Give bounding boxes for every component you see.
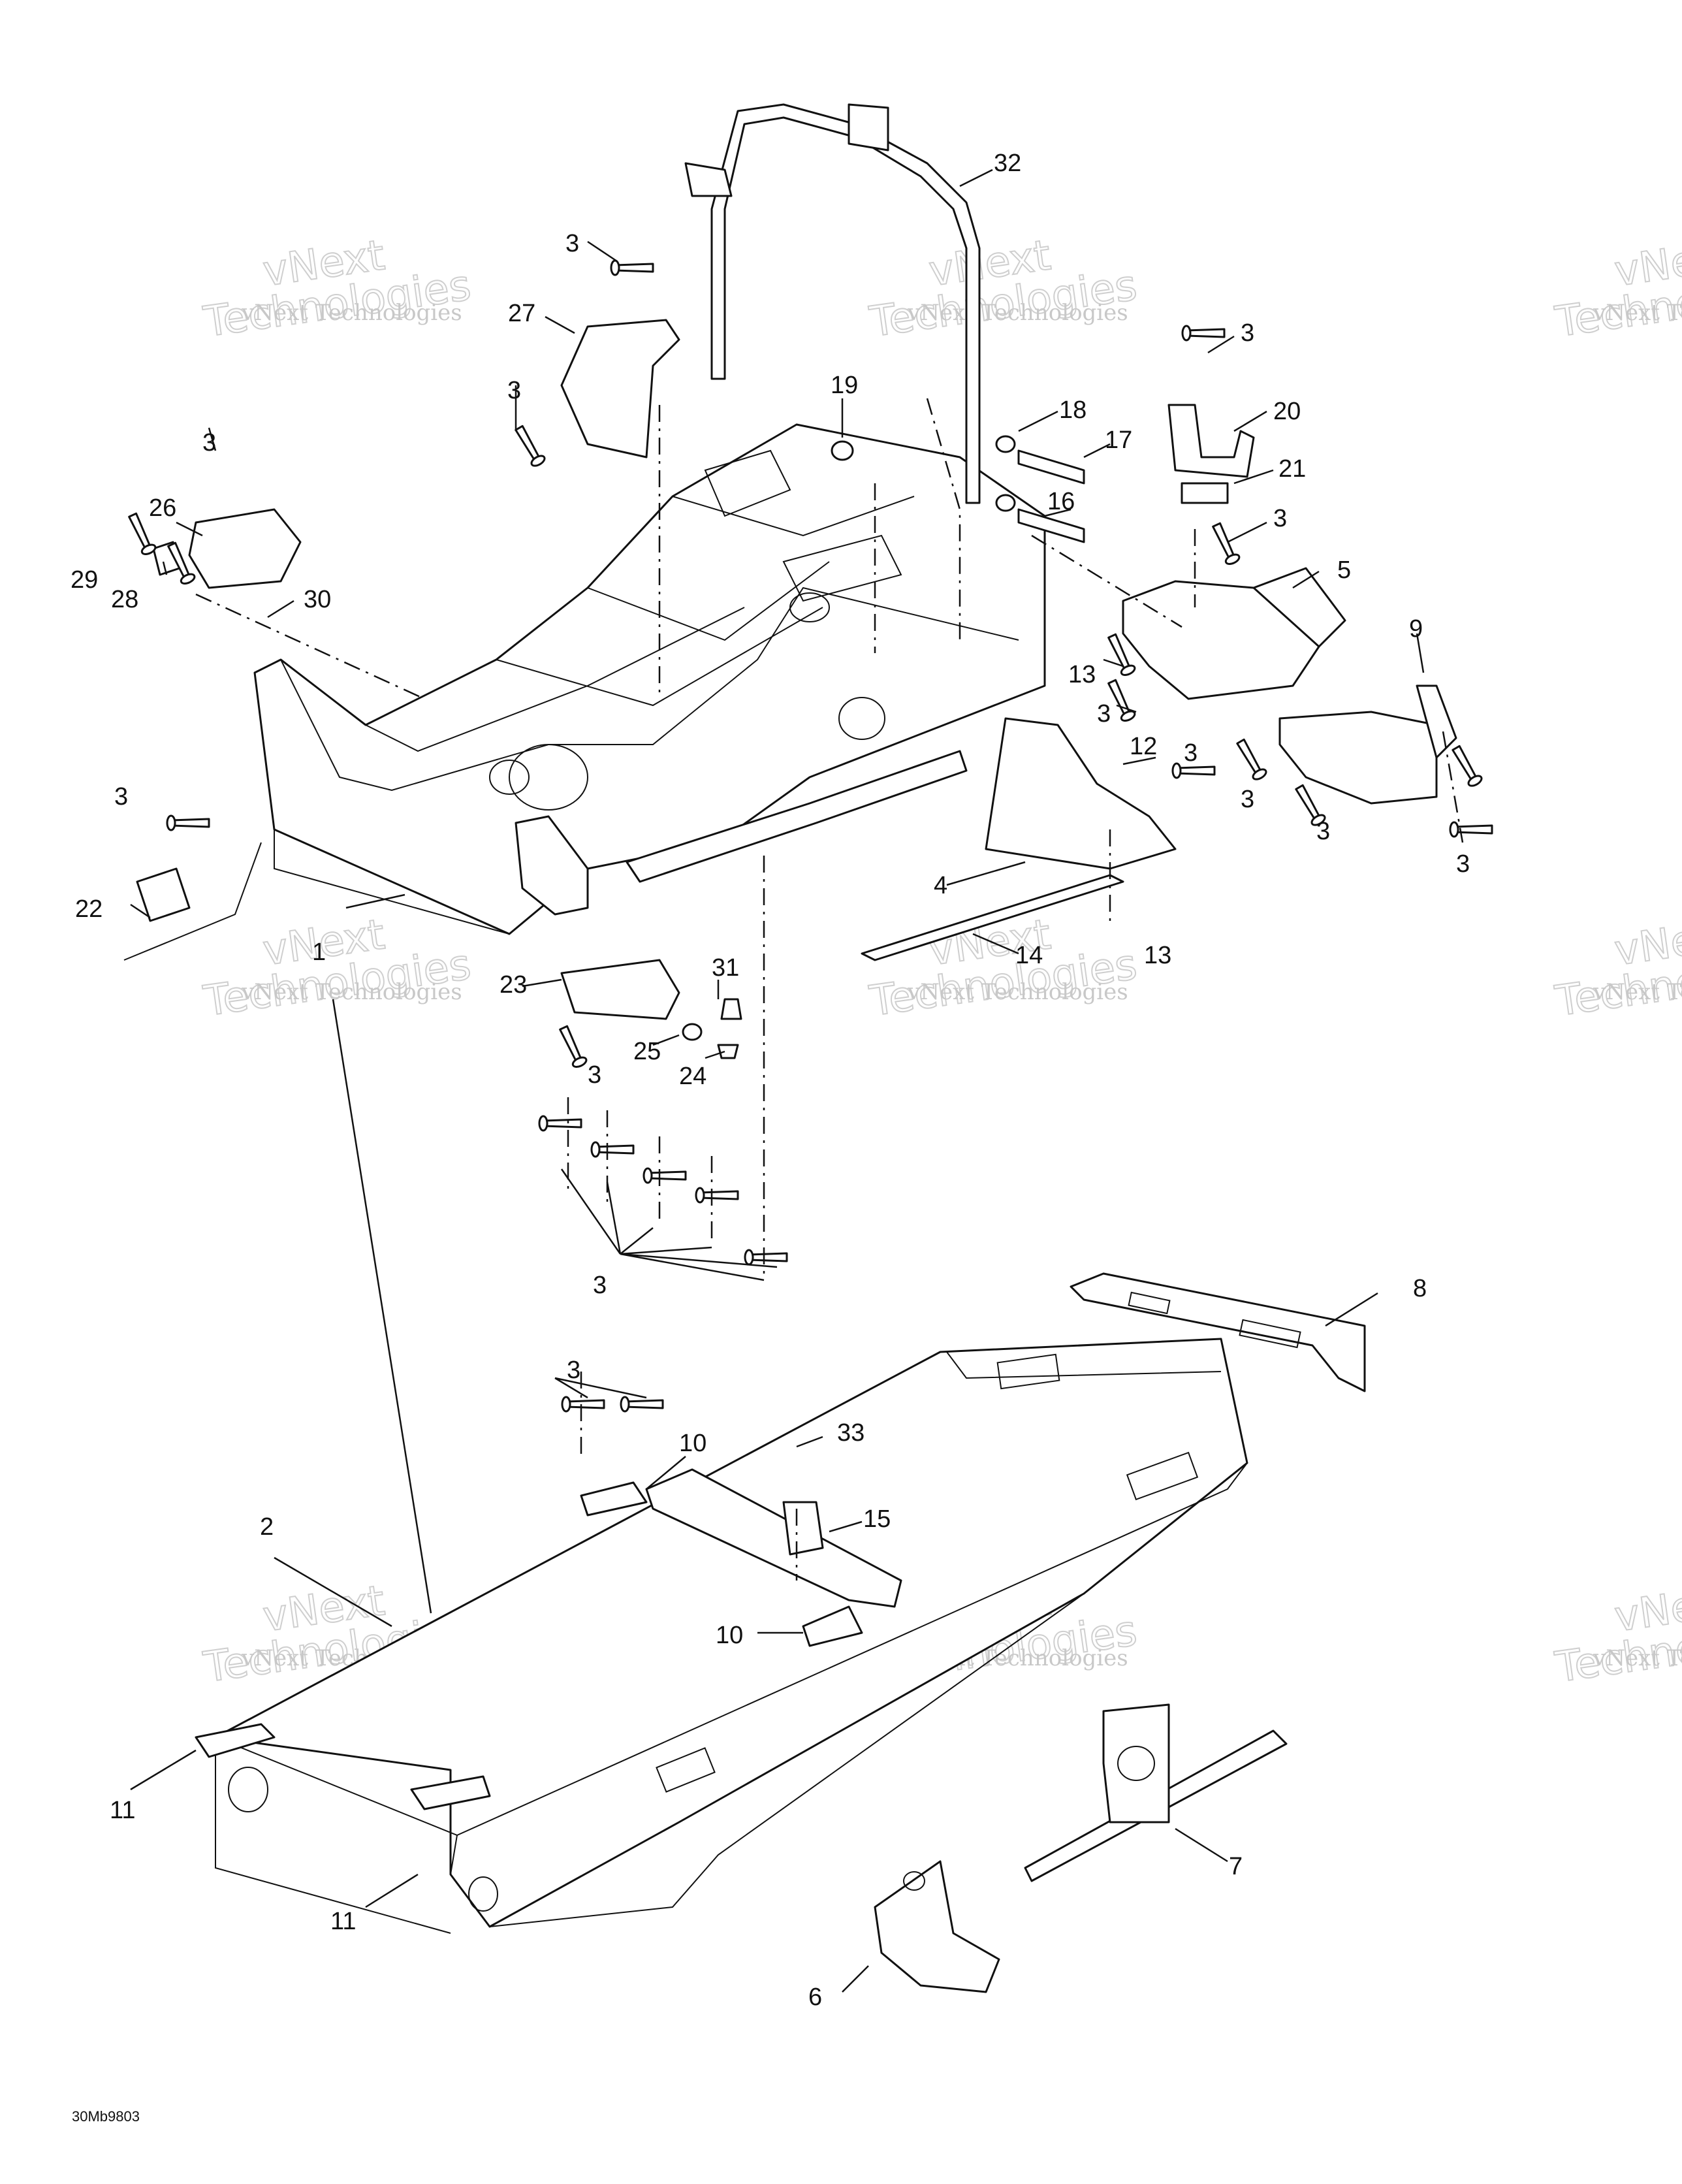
callout-3: 3: [593, 1272, 607, 1299]
callout-13: 13: [1144, 942, 1171, 969]
callout-27: 27: [508, 300, 535, 327]
rivet-layer: [128, 259, 1493, 1485]
rivet-16: [590, 1141, 635, 1158]
callout-5: 5: [1337, 556, 1351, 584]
callout-14: 14: [1015, 942, 1043, 969]
callout-3: 3: [588, 1061, 601, 1089]
callout-29: 29: [71, 566, 98, 594]
rivet-6: [1171, 762, 1216, 779]
callout-10: 10: [716, 1622, 743, 1649]
callout-3: 3: [114, 783, 128, 811]
rivet-18: [695, 1187, 739, 1204]
leader-lines: [130, 169, 1425, 1993]
callout-3: 3: [1241, 786, 1254, 813]
callout-11: 11: [330, 1908, 356, 1935]
callout-11: 11: [110, 1797, 135, 1824]
watermark-small-0: vNext Technologies: [241, 300, 462, 326]
callout-30: 30: [304, 586, 331, 613]
rivet-8: [1295, 784, 1326, 826]
callout-8: 8: [1413, 1275, 1427, 1302]
rivet-20: [561, 1396, 605, 1413]
callout-25: 25: [633, 1038, 661, 1065]
callout-1: 1: [312, 939, 326, 966]
callout-15: 15: [863, 1505, 891, 1533]
watermark-small-1: vNext Technologies: [907, 300, 1128, 326]
callout-3: 3: [1184, 739, 1198, 767]
frame-upper: [253, 423, 1046, 935]
callout-3: 3: [507, 377, 521, 404]
rivet-15: [538, 1115, 582, 1132]
callout-3: 3: [1456, 850, 1470, 878]
watermark-large-5: vNextTechnologies: [1546, 899, 1682, 1026]
rivet-9: [1452, 745, 1483, 787]
callout-3: 3: [1273, 505, 1287, 532]
rivet-7: [1236, 738, 1267, 780]
callout-26: 26: [149, 494, 176, 522]
callout-21: 21: [1278, 455, 1306, 483]
rivet-14: [559, 1025, 588, 1068]
rivet-12: [128, 512, 157, 555]
callout-10: 10: [679, 1430, 706, 1457]
watermark-large-0: vNextTechnologies: [195, 220, 473, 347]
callout-3: 3: [1241, 319, 1254, 347]
callout-31: 31: [712, 954, 739, 982]
watermark-small-2: vNext Technologies: [1593, 300, 1682, 326]
callout-33: 33: [837, 1419, 865, 1447]
assembly-lines: [195, 398, 1464, 1581]
callout-3: 3: [202, 429, 216, 457]
callout-20: 20: [1273, 398, 1301, 425]
callout-12: 12: [1130, 733, 1157, 760]
callout-16: 16: [1047, 488, 1075, 515]
rivet-11: [167, 541, 196, 585]
callout-7: 7: [1229, 1853, 1243, 1880]
callout-24: 24: [679, 1063, 706, 1090]
tunnel: [195, 1272, 1366, 1993]
callout-3: 3: [1097, 700, 1111, 728]
callout-22: 22: [75, 895, 103, 923]
watermark-large-8: vNextTechnologies: [1546, 1566, 1682, 1692]
rivet-10: [1449, 821, 1493, 838]
callout-9: 9: [1409, 615, 1423, 643]
callout-3: 3: [567, 1357, 580, 1384]
callout-19: 19: [831, 372, 858, 399]
handlebar-loop: [684, 103, 981, 504]
callout-28: 28: [111, 586, 138, 613]
rivet-1: [515, 425, 546, 467]
callout-3: 3: [1316, 818, 1330, 845]
callout-3: 3: [565, 230, 579, 257]
rivet-4: [1107, 633, 1136, 676]
callout-4: 4: [934, 872, 947, 899]
callout-2: 2: [260, 1513, 274, 1541]
rivet-13: [166, 814, 210, 831]
watermark-small-4: vNext Technologies: [907, 979, 1128, 1005]
callout-18: 18: [1059, 396, 1087, 424]
callout-13: 13: [1068, 661, 1096, 688]
callout-6: 6: [808, 1983, 822, 2011]
callout-labels: 32 3 27 3 19 18 17 16 3 20 21 3 5 9 3 26…: [71, 150, 1470, 2011]
callout-23: 23: [500, 971, 527, 999]
watermark-large-2: vNextTechnologies: [1546, 220, 1682, 347]
callout-32: 32: [994, 150, 1021, 177]
rivet-3: [1212, 522, 1241, 565]
rivet-21: [620, 1396, 664, 1413]
drawing-code: 30Mb9803: [72, 2108, 140, 2125]
callout-17: 17: [1105, 426, 1132, 454]
watermark-small-3: vNext Technologies: [241, 979, 462, 1005]
watermark-small-8: vNext Technologies: [1593, 1645, 1682, 1671]
rivet-19: [744, 1249, 788, 1266]
watermark-small-5: vNext Technologies: [1593, 979, 1682, 1005]
rivet-2: [1181, 325, 1226, 342]
watermark-large-1: vNextTechnologies: [861, 220, 1139, 347]
rivet-17: [643, 1167, 687, 1184]
rivet-0: [610, 259, 654, 276]
upper-brackets: [123, 319, 1457, 1059]
